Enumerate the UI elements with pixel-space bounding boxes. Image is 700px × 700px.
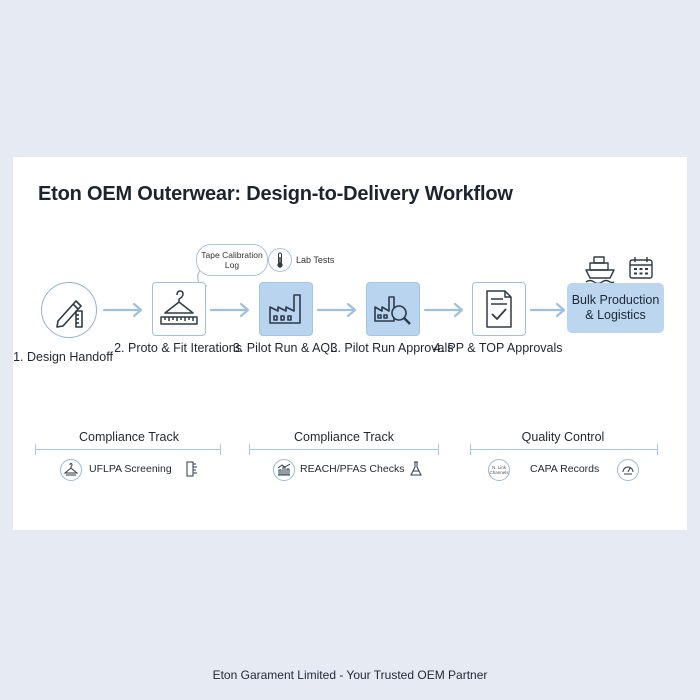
step-label-pp-top: 4. PP & TOP Approvals xyxy=(433,341,563,355)
lab-tests-label: Lab Tests xyxy=(296,255,335,265)
track-title-compliance-1: Compliance Track xyxy=(78,430,180,444)
hanger-icon xyxy=(60,459,82,481)
track-title-quality-control: Quality Control xyxy=(521,430,605,444)
track-title-compliance-2: Compliance Track xyxy=(293,430,395,444)
step-pilot-run-approvals xyxy=(366,282,420,336)
step-pp-top xyxy=(472,282,526,336)
step-label-bulk-production: Bulk Production & Logistics xyxy=(571,293,660,322)
thermometer-icon xyxy=(268,248,292,272)
step-label-design-handoff: 1. Design Handoff xyxy=(13,350,113,364)
track-line-2 xyxy=(249,444,439,455)
link-channels-text: N. Link Channels xyxy=(489,465,509,475)
footer-text: Eton Garament Limited - Your Trusted OEM… xyxy=(212,668,488,682)
arrow-1 xyxy=(102,302,143,318)
bar-chart-icon xyxy=(273,459,295,481)
step-pilot-run-aql xyxy=(259,282,313,336)
workflow-card xyxy=(13,157,687,530)
track-item-uflpa: UFLPA Screening xyxy=(89,463,172,475)
pencil-ruler-icon xyxy=(56,300,83,328)
step-proto-fit xyxy=(152,282,206,336)
track-line-1 xyxy=(35,444,221,455)
calendar-icon xyxy=(629,257,653,279)
ruler-icon xyxy=(186,461,197,477)
arrow-4 xyxy=(423,302,464,318)
tape-calibration-bubble: Tape Calibration Log xyxy=(196,244,268,276)
diagram-title: Eton OEM Outerwear: Design-to-Delivery W… xyxy=(38,183,513,205)
step-label-proto-fit: 2. Proto & Fit Iterations xyxy=(114,341,242,355)
gauge-icon xyxy=(617,459,639,481)
hanger-ruler-icon xyxy=(160,290,198,325)
ship-icon xyxy=(585,256,615,285)
track-item-capa: CAPA Records xyxy=(530,463,600,475)
tape-calibration-label: Tape Calibration Log xyxy=(201,250,263,270)
step-label-pilot-run-approvals: 3. Pilot Run Approvals xyxy=(330,341,454,355)
flask-icon xyxy=(410,461,422,476)
checklist-document-icon xyxy=(486,290,512,328)
step-design-handoff xyxy=(41,282,97,338)
step-bulk-production: Bulk Production & Logistics xyxy=(567,283,664,333)
arrow-2 xyxy=(209,302,250,318)
factory-icon xyxy=(269,294,301,324)
step-label-pilot-run-aql: 3. Pilot Run & AQL xyxy=(232,341,338,355)
arrow-3 xyxy=(316,302,357,318)
track-line-3 xyxy=(470,444,658,455)
factory-magnifier-icon xyxy=(374,296,411,325)
arrow-5 xyxy=(529,302,566,318)
link-channels-badge: N. Link Channels xyxy=(488,459,510,481)
track-item-reach: REACH/PFAS Checks xyxy=(300,463,405,475)
